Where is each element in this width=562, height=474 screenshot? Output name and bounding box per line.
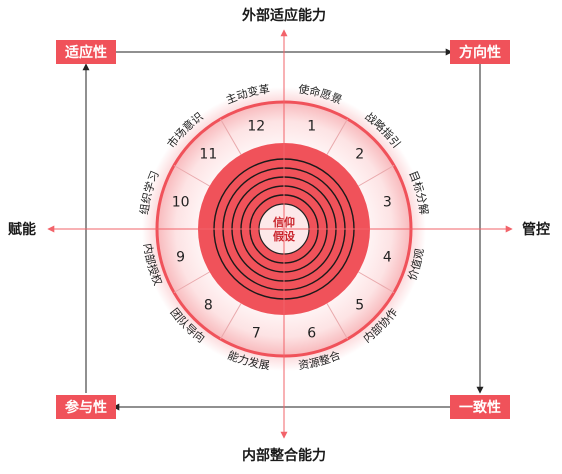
corner-box-top-left: 适应性	[56, 40, 116, 64]
sector-divider	[220, 118, 242, 155]
sector-divider	[358, 165, 395, 187]
sector-divider	[173, 165, 210, 187]
corner-label-top-right: 方向性	[459, 44, 501, 61]
sector-number: 5	[355, 298, 364, 314]
sector-number: 2	[355, 146, 364, 162]
corner-box-bottom-right: 一致性	[450, 395, 510, 419]
axis-label-left: 赋能	[8, 221, 36, 238]
corner-box-bottom-left: 参与性	[56, 395, 116, 419]
axis-label-bottom: 内部整合能力	[242, 447, 326, 464]
sector-number: 12	[247, 119, 265, 135]
sector-number: 4	[383, 250, 392, 266]
sector-number: 10	[172, 194, 190, 210]
sector-number: 3	[383, 194, 392, 210]
sector-divider	[326, 303, 348, 340]
sector-number: 7	[252, 325, 261, 341]
corner-label-bottom-right: 一致性	[459, 399, 501, 416]
sector-number: 11	[199, 146, 217, 162]
corner-box-top-right: 方向性	[450, 40, 510, 64]
sector-divider	[326, 118, 348, 155]
sector-number: 9	[176, 250, 185, 266]
sector-number: 1	[307, 119, 316, 135]
sector-number: 8	[204, 298, 213, 314]
axis-label-right: 管控	[522, 221, 550, 238]
corner-label-top-left: 适应性	[65, 44, 107, 61]
sector-divider	[220, 303, 242, 340]
corner-label-bottom-left: 参与性	[65, 399, 107, 416]
sector-divider	[358, 271, 395, 293]
sector-number: 6	[307, 325, 316, 341]
sector-divider	[173, 271, 210, 293]
axis-label-top: 外部适应能力	[242, 7, 326, 24]
